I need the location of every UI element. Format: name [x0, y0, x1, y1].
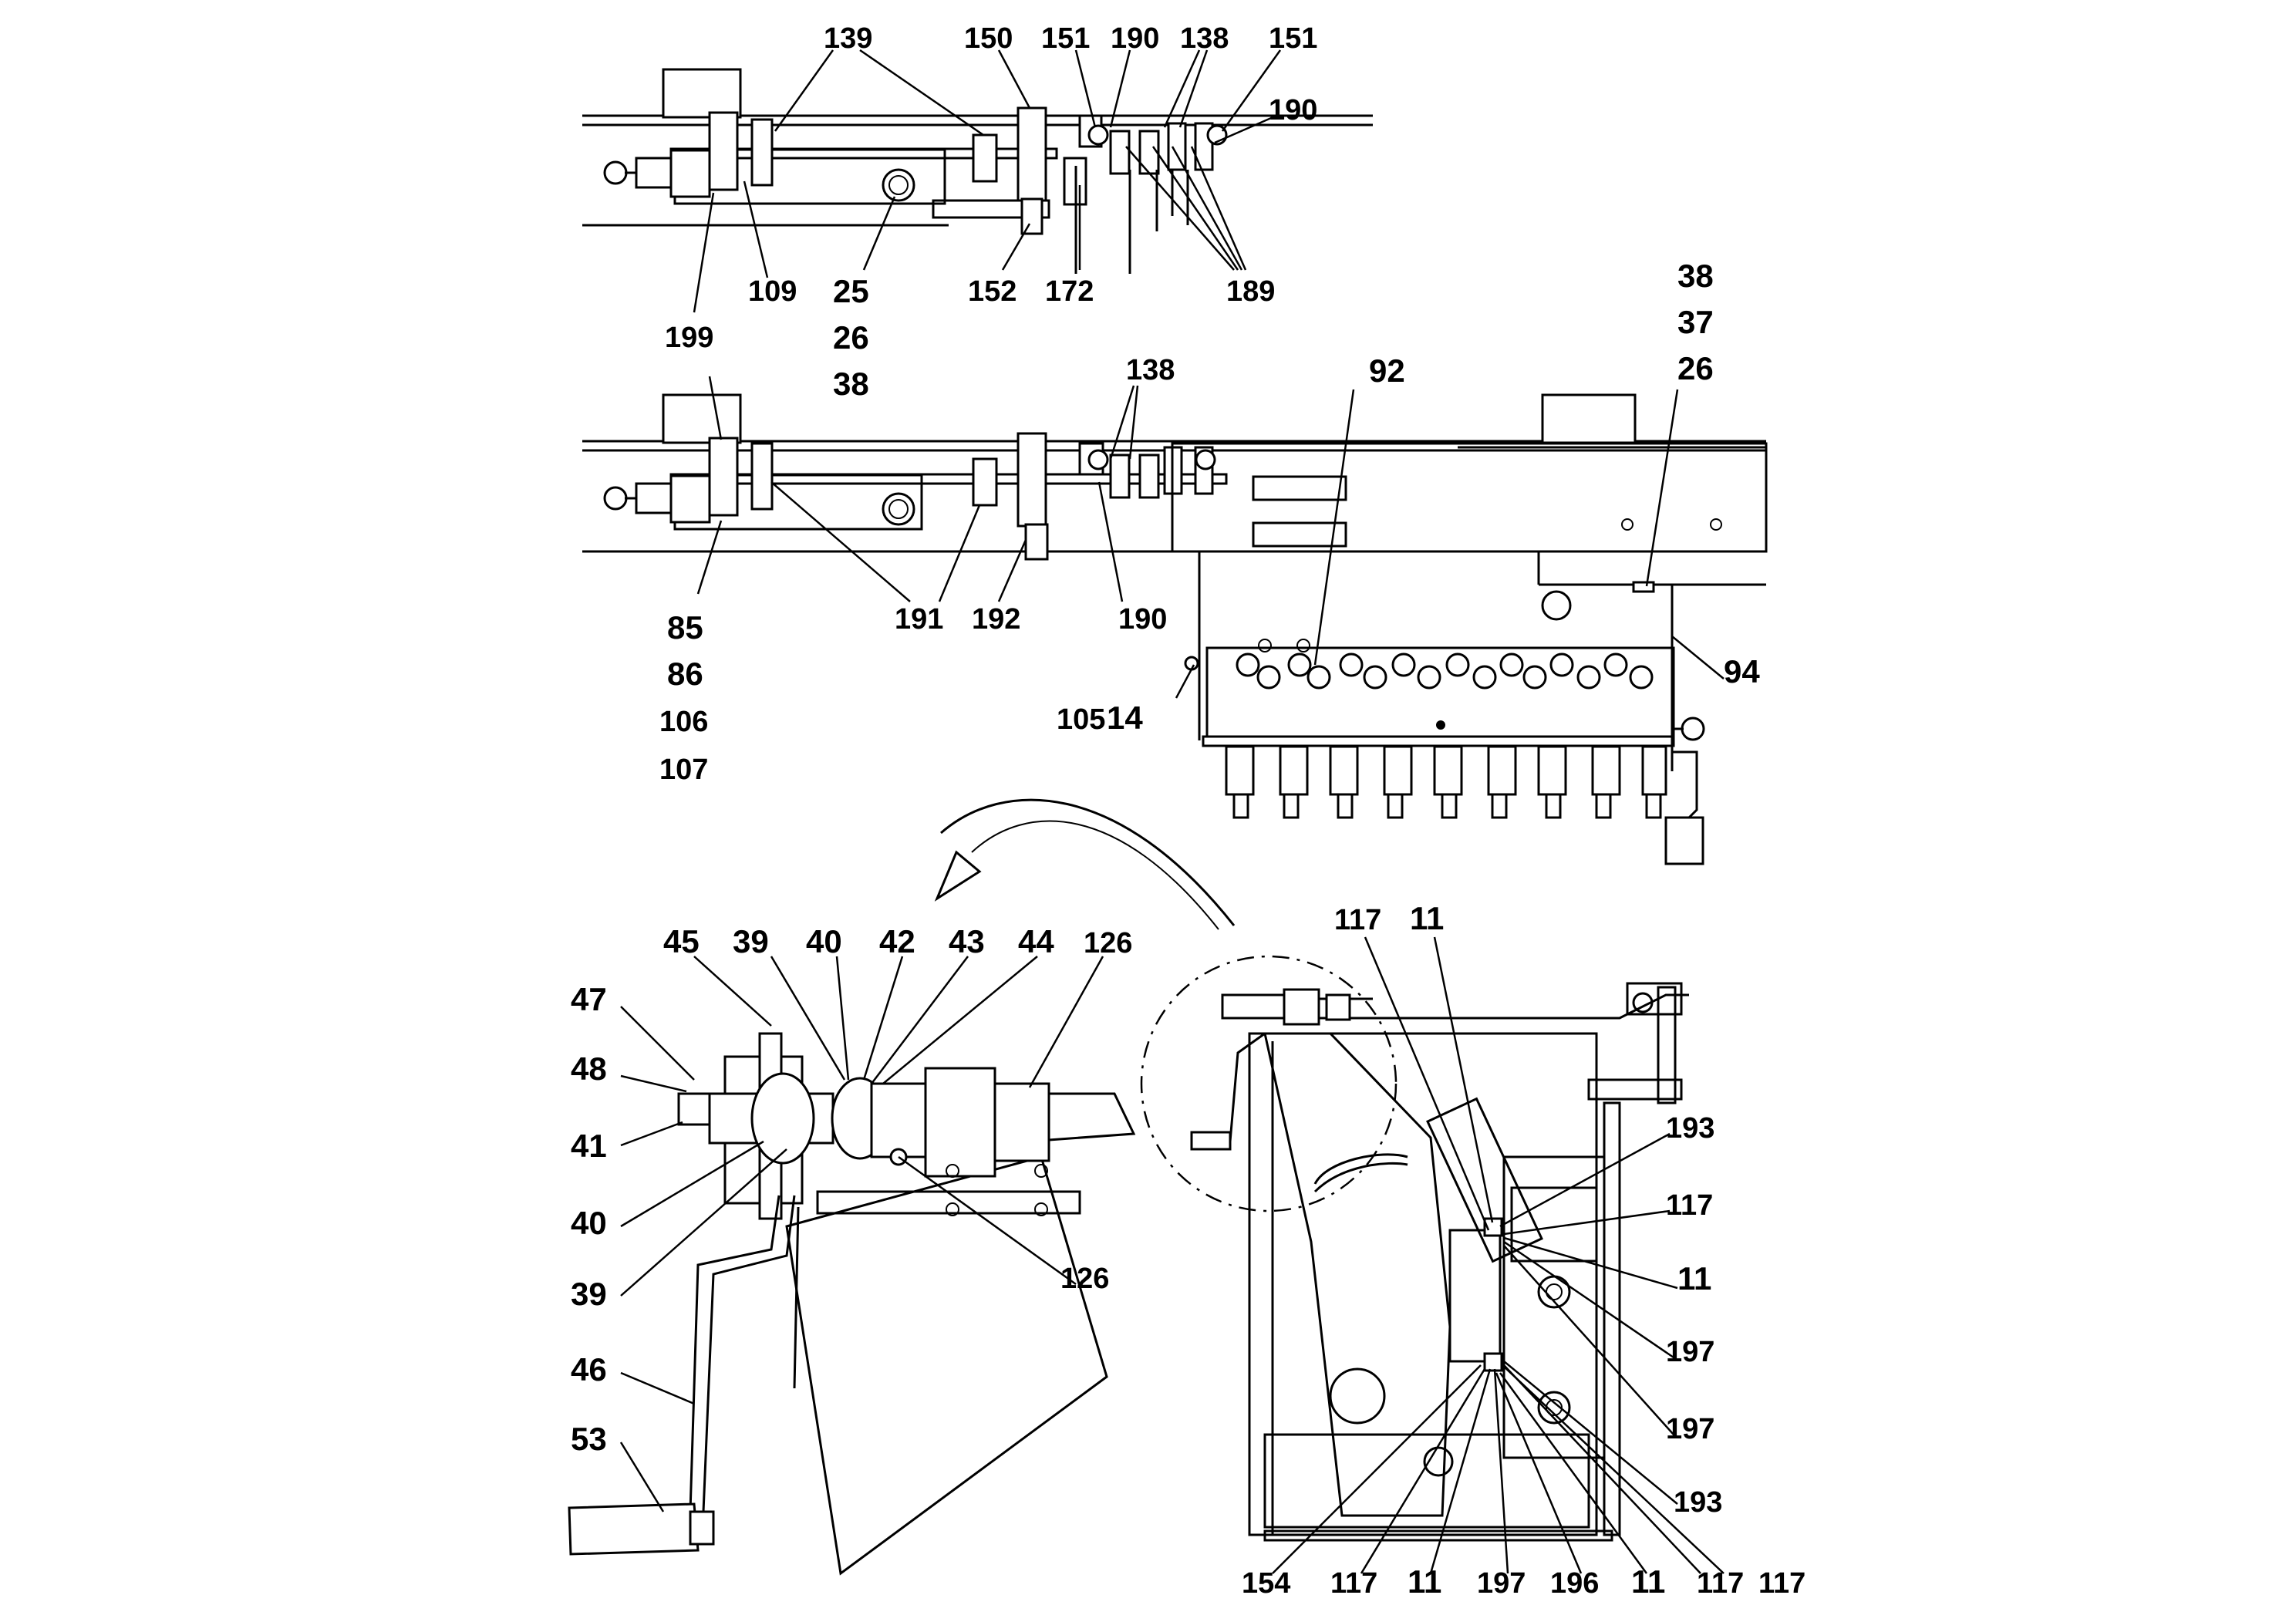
callout: 38: [1677, 258, 1714, 294]
curved-arrow: [940, 798, 1236, 926]
callout: 39: [733, 923, 769, 959]
manifold-fittings: [1236, 639, 1654, 730]
valve-bank: [1225, 745, 1667, 819]
callout: 192: [972, 603, 1020, 636]
callout: 26: [833, 319, 869, 356]
callout: 196: [1550, 1567, 1599, 1600]
middle-assembly-view: [582, 393, 1768, 865]
callout: 45: [663, 923, 700, 959]
callout: 199: [665, 322, 713, 354]
callout: 48: [571, 1050, 607, 1087]
callout: 152: [968, 275, 1017, 308]
callout: 38: [833, 366, 869, 402]
callout: 43: [949, 923, 985, 959]
callout: 154: [1242, 1567, 1290, 1600]
top-assembly-view: [582, 68, 1373, 274]
callout: 138: [1180, 22, 1229, 55]
leader-lines: [619, 49, 1725, 1574]
callout: 139: [824, 22, 872, 55]
callout: 126: [1060, 1263, 1109, 1295]
callout: 11: [1410, 900, 1444, 936]
callout: 117: [1666, 1189, 1713, 1222]
callout: 40: [571, 1205, 607, 1241]
callout: 117: [1334, 904, 1381, 936]
callout: 41: [571, 1128, 607, 1164]
callout: 37: [1677, 304, 1714, 340]
callout: 151: [1269, 22, 1317, 55]
callout: 190: [1269, 94, 1317, 126]
callout: 172: [1045, 275, 1094, 308]
callout: 85: [667, 609, 703, 646]
callout: 117: [1330, 1567, 1377, 1600]
callout: 42: [879, 923, 915, 959]
callout: 197: [1477, 1567, 1526, 1600]
arrow-head: [934, 850, 982, 902]
detail-view-crank: [568, 1032, 1136, 1576]
callout: 126: [1084, 927, 1132, 959]
callout: 150: [964, 22, 1013, 55]
callout: 40: [806, 923, 842, 959]
callout: 53: [571, 1421, 607, 1457]
callout: 92: [1369, 352, 1405, 389]
callout: 109: [748, 275, 797, 308]
callout: 39: [571, 1276, 607, 1312]
callout: 193: [1674, 1486, 1722, 1519]
callout: 197: [1666, 1336, 1714, 1368]
callout: 193: [1666, 1112, 1714, 1145]
callout-labels: 139 150 151 190 138 151 190 199 109 25 2…: [571, 22, 1805, 1600]
callout: 117: [1697, 1567, 1744, 1600]
callout: 190: [1111, 22, 1159, 55]
callout: 105: [1057, 703, 1105, 736]
callout: 47: [571, 981, 607, 1017]
callout: 189: [1226, 275, 1275, 308]
callout: 26: [1677, 350, 1714, 386]
callout: 107: [659, 754, 708, 786]
callout: 44: [1018, 923, 1054, 959]
callout: 191: [895, 603, 943, 636]
callout: 11: [1631, 1563, 1665, 1600]
callout: 46: [571, 1351, 607, 1388]
callout: 106: [659, 706, 708, 738]
detail-circle: [1140, 955, 1397, 1212]
callout: 151: [1041, 22, 1090, 55]
callout: 25: [833, 273, 869, 309]
callout: 197: [1666, 1413, 1714, 1445]
side-view-assembly: [1140, 955, 1689, 1542]
callout: 138: [1126, 354, 1175, 386]
callout: 190: [1118, 603, 1167, 636]
callout: 11: [1408, 1563, 1441, 1600]
callout: 11: [1677, 1260, 1711, 1297]
callout: 14: [1107, 700, 1143, 736]
callout: 86: [667, 656, 703, 692]
callout: 94: [1724, 653, 1760, 690]
callout: 117: [1758, 1567, 1805, 1600]
